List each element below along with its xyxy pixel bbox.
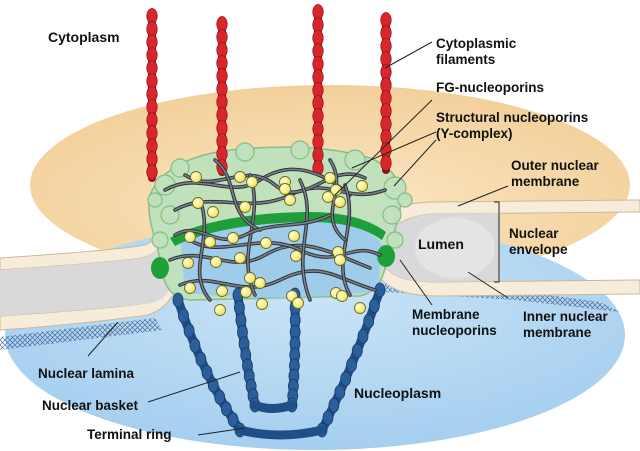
terminal-ring-segment (250, 400, 297, 413)
basket-segment (368, 298, 380, 314)
structural-nucleoporins-label: Structural nucleoporins (Y-complex) (436, 110, 589, 141)
fg-repeat-bead (234, 171, 246, 183)
basket-segment (346, 357, 357, 373)
basket-segment (234, 300, 245, 316)
basket-segment (340, 371, 352, 387)
lumen-left (0, 232, 172, 316)
filament-segment (146, 164, 158, 180)
fg-repeat-bead (288, 230, 300, 242)
fg-repeat-bead (334, 196, 346, 208)
fg-repeat-bead (190, 171, 202, 183)
basket-segment (351, 343, 363, 359)
cytoplasm-label: Cytoplasm (48, 29, 120, 45)
fg-repeat-beads (182, 171, 368, 316)
leader-lines (87, 41, 509, 436)
basket-segment (227, 412, 239, 428)
basket-segment (178, 308, 189, 324)
basket-segment (322, 410, 334, 426)
basket-segment (220, 401, 232, 417)
fg-repeat-bead (284, 194, 296, 206)
membrane-nucleoporin-left (151, 257, 169, 279)
fg-repeat-bead (207, 206, 219, 218)
membrane-nucleoporin-right (377, 245, 395, 267)
fg-repeat-bead (244, 272, 256, 284)
filament-segment (380, 155, 392, 171)
fg-repeat-bead (239, 201, 251, 213)
fg-repeat-bead (192, 197, 204, 209)
terminal-ring-label: Terminal ring (87, 427, 172, 442)
nuclear-lamina-label: Nuclear lamina (38, 366, 135, 381)
fg-repeat-bead (330, 184, 342, 196)
basket-segment (189, 337, 201, 353)
fg-repeat-bead (324, 172, 336, 184)
fg-repeat-bead (182, 257, 194, 269)
fg-repeat-bead (240, 286, 252, 298)
fg-nucleoporins-label: FG-nucleoporins (436, 80, 544, 95)
fg-repeat-bead (216, 285, 228, 297)
fg-repeat-bead (214, 304, 226, 316)
nuclear-lamina (0, 318, 162, 350)
fg-repeat-bead (336, 290, 348, 302)
fg-repeat-bead (184, 231, 196, 243)
basket-segment (214, 389, 226, 405)
nucleoplasm-label: Nucleoplasm (354, 385, 442, 401)
fg-repeat-bead (334, 254, 346, 266)
membrane-nucleoporins-label: Membrane nucleoporins (412, 307, 497, 338)
lumen-label: Lumen (418, 236, 464, 252)
fg-repeat-bead (322, 191, 334, 203)
fg-repeat-bead (260, 237, 272, 249)
terminal-ring-segment (235, 425, 327, 440)
fg-repeat-bead (354, 302, 366, 314)
basket-segment (201, 365, 213, 380)
nuclear-basket-label: Nuclear basket (42, 398, 139, 413)
basket-segment (363, 313, 375, 329)
fg-repeat-bead (279, 183, 291, 195)
inner-nuclear-membrane-label: Inner nuclear membrane (523, 309, 608, 340)
fg-repeat-bead (290, 250, 302, 262)
nuclear-basket (172, 282, 386, 440)
fg-repeat-bead (246, 176, 258, 188)
fg-repeat-bead (184, 282, 196, 294)
basket-segment (195, 351, 207, 367)
fg-repeat-bead (356, 180, 368, 192)
fg-repeat-bead (256, 298, 268, 310)
cytoplasmic-filaments-label: Cytoplasmic filaments (436, 36, 517, 67)
nuclear-envelope-label: Nuclear envelope (509, 226, 568, 257)
outer-nuclear-membrane-label: Outer nuclear membrane (511, 158, 599, 189)
fg-repeat-bead (254, 277, 266, 289)
fg-repeat-bead (227, 232, 239, 244)
fg-repeat-bead (204, 236, 216, 248)
basket-segment (183, 323, 195, 339)
basket-segment (334, 384, 346, 400)
basket-segment (172, 292, 184, 308)
fg-repeat-bead (234, 252, 246, 264)
fg-repeat-bead (210, 256, 222, 268)
fg-repeat-bead (292, 297, 304, 309)
basket-segment (357, 328, 369, 344)
basket-segment (328, 397, 340, 413)
